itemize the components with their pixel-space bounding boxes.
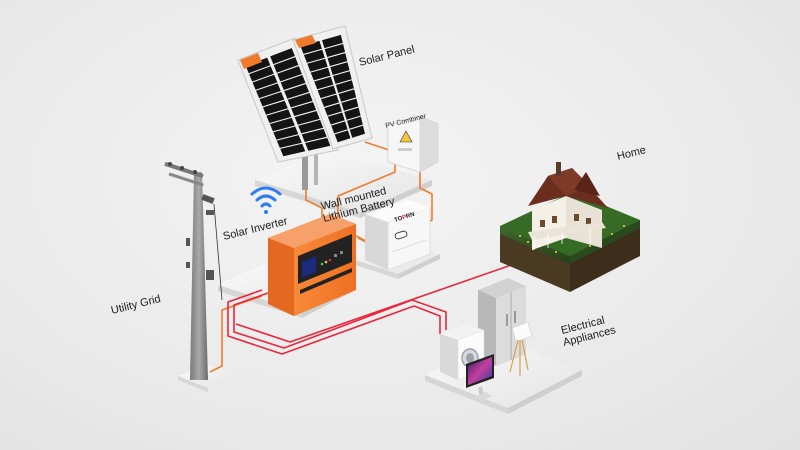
pv-combiner xyxy=(387,115,439,173)
solar-cell xyxy=(310,67,331,81)
solar-cell xyxy=(284,84,309,99)
solar-cell xyxy=(276,135,302,148)
solar-cell xyxy=(280,143,306,157)
solar-cell xyxy=(245,57,271,74)
solar-cell xyxy=(259,92,285,107)
solar-cell xyxy=(249,66,274,82)
ac-cables xyxy=(227,261,521,355)
solar-cell xyxy=(341,98,359,111)
inverter-display xyxy=(302,256,316,278)
solar-inverter xyxy=(268,214,356,316)
label-solar-panel: Solar Panel xyxy=(358,44,416,69)
solar-cell xyxy=(335,80,354,93)
solar-cell xyxy=(298,119,324,134)
solar-cell xyxy=(344,107,361,120)
ac-cable-appliances-1 xyxy=(227,289,441,355)
solar-cell xyxy=(280,75,306,90)
electrical-appliances xyxy=(440,278,533,402)
solar-cell xyxy=(252,74,278,90)
solar-cell xyxy=(269,117,295,132)
dc-cable-grid xyxy=(209,295,263,373)
label-home: Home xyxy=(616,144,647,163)
solar-cell xyxy=(291,102,317,116)
solar-cell xyxy=(270,48,295,65)
refrigerator xyxy=(478,278,526,366)
solar-panel xyxy=(237,25,373,190)
solar-cell xyxy=(334,130,351,143)
solar-cell xyxy=(300,40,322,54)
solar-cell xyxy=(305,137,331,151)
home xyxy=(500,162,640,292)
solar-cell xyxy=(327,53,348,66)
computer-monitor xyxy=(466,354,494,402)
wifi-icon xyxy=(250,186,282,214)
solar-cell xyxy=(317,85,337,99)
solar-cell xyxy=(327,112,345,125)
solar-cell xyxy=(324,103,342,116)
solar-cell xyxy=(303,49,325,63)
solar-cell xyxy=(314,76,334,90)
solar-cell xyxy=(349,125,365,138)
panel-left-cells xyxy=(245,48,331,157)
solar-cell xyxy=(338,89,357,102)
solar-cell xyxy=(273,57,299,73)
panel-right-cells xyxy=(300,34,365,143)
solar-cell xyxy=(324,44,345,57)
battery-brand: TOPRN xyxy=(394,212,416,224)
lithium-battery: TOPRN xyxy=(365,200,431,271)
panel-post xyxy=(302,150,308,190)
solar-cell xyxy=(322,34,343,49)
dc-cable-panel-combiner xyxy=(337,141,396,232)
label-utility-grid: Utility Grid xyxy=(110,293,162,317)
solar-cell xyxy=(266,109,292,123)
solar-cell xyxy=(331,121,348,134)
solar-cell xyxy=(277,66,302,82)
utility-pole xyxy=(164,161,223,380)
floor-lamp xyxy=(509,321,533,376)
solar-cell xyxy=(263,100,288,115)
warning-icon xyxy=(399,130,413,143)
solar-cell xyxy=(330,62,350,75)
battery-indicator xyxy=(394,230,408,240)
solar-cell xyxy=(301,128,327,142)
solar-cell xyxy=(347,116,363,129)
solar-cell xyxy=(321,94,339,107)
solar-cell xyxy=(333,71,352,84)
solar-cell xyxy=(273,126,299,140)
solar-cell xyxy=(256,83,281,99)
ac-cable-home xyxy=(235,261,521,343)
ac-cable-appliances-2 xyxy=(233,292,447,349)
solar-cell xyxy=(307,58,328,72)
solar-cell xyxy=(294,111,320,125)
solar-cell xyxy=(287,93,313,108)
solar-panel-platform xyxy=(255,150,432,218)
